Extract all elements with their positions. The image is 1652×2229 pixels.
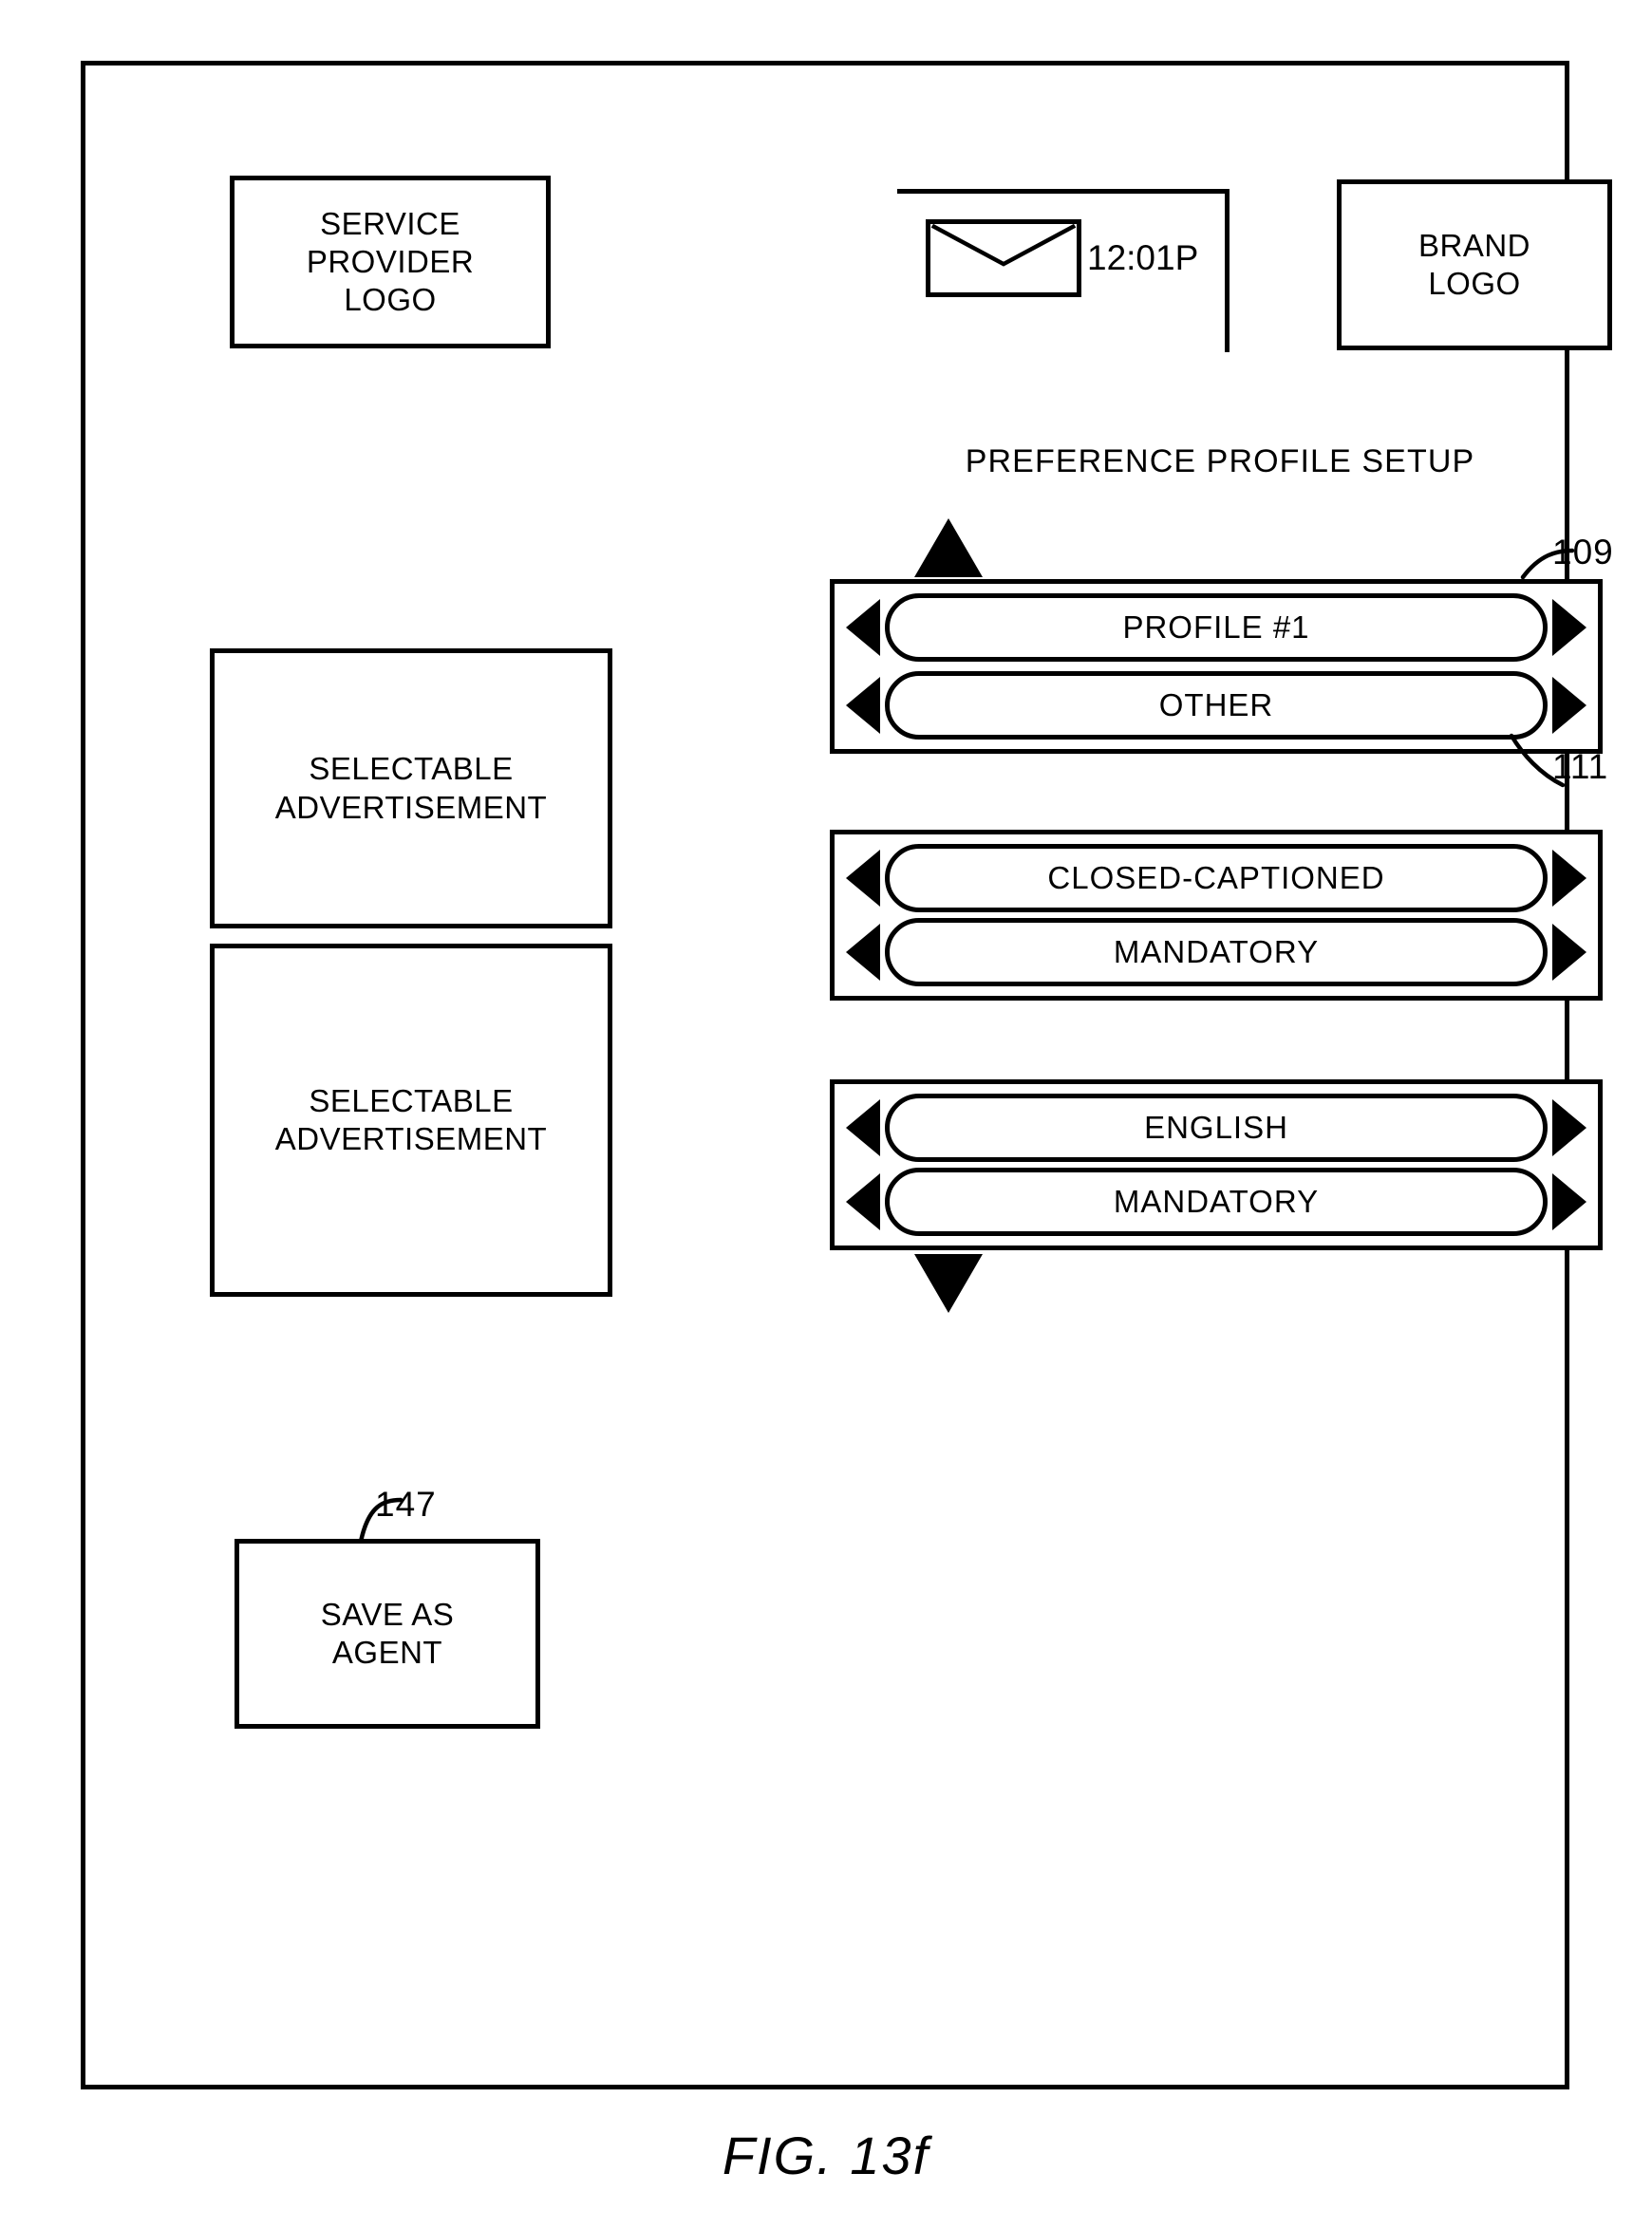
status-bar-bracket bbox=[897, 189, 1230, 352]
figure-caption: FIG. 13f bbox=[722, 2126, 930, 2185]
save-as-agent-button[interactable]: SAVE AS AGENT bbox=[235, 1539, 540, 1729]
triangle-right-icon[interactable] bbox=[1552, 850, 1586, 907]
leader-line-109 bbox=[1520, 548, 1575, 580]
language-value-pill[interactable]: ENGLISH bbox=[885, 1094, 1548, 1162]
reference-numeral-147: 147 bbox=[375, 1485, 437, 1524]
status-time: 12:01P bbox=[1087, 238, 1199, 277]
selectable-advertisement-label: SELECTABLE ADVERTISEMENT bbox=[274, 1082, 548, 1156]
service-provider-logo-label: SERVICE PROVIDER LOGO bbox=[306, 205, 475, 318]
panel-title-text: PREFERENCE PROFILE SETUP bbox=[965, 443, 1475, 479]
profile-other-pill[interactable]: OTHER bbox=[885, 671, 1548, 740]
caption-selector-group: CLOSED-CAPTIONED MANDATORY bbox=[830, 830, 1603, 1001]
brand-logo-label: BRAND LOGO bbox=[1417, 227, 1531, 301]
selector-row: MANDATORY bbox=[846, 918, 1586, 986]
leader-line-147 bbox=[358, 1497, 404, 1545]
reference-numeral-109: 109 bbox=[1552, 533, 1614, 571]
selector-row: PROFILE #1 bbox=[846, 593, 1586, 662]
reference-numeral-111: 111 bbox=[1552, 747, 1609, 786]
selector-row: ENGLISH bbox=[846, 1094, 1586, 1162]
selector-row: MANDATORY bbox=[846, 1168, 1586, 1236]
caption-feature-pill[interactable]: CLOSED-CAPTIONED bbox=[885, 844, 1548, 912]
scroll-down-icon[interactable] bbox=[914, 1254, 983, 1313]
triangle-left-icon[interactable] bbox=[846, 599, 880, 656]
triangle-right-icon[interactable] bbox=[1552, 599, 1586, 656]
triangle-left-icon[interactable] bbox=[846, 1099, 880, 1156]
envelope-icon[interactable] bbox=[926, 219, 1081, 297]
save-as-agent-label: SAVE AS AGENT bbox=[320, 1596, 455, 1670]
caption-mandatory-pill[interactable]: MANDATORY bbox=[885, 918, 1548, 986]
profile-value-pill[interactable]: PROFILE #1 bbox=[885, 593, 1548, 662]
selector-row: CLOSED-CAPTIONED bbox=[846, 844, 1586, 912]
service-provider-logo-box: SERVICE PROVIDER LOGO bbox=[230, 176, 551, 348]
selectable-advertisement-label: SELECTABLE ADVERTISEMENT bbox=[274, 751, 548, 825]
status-bar: 12:01P bbox=[926, 219, 1198, 297]
triangle-left-icon[interactable] bbox=[846, 677, 880, 734]
selector-row: OTHER bbox=[846, 671, 1586, 740]
selectable-advertisement-2[interactable]: SELECTABLE ADVERTISEMENT bbox=[210, 944, 612, 1297]
triangle-right-icon[interactable] bbox=[1552, 1099, 1586, 1156]
triangle-left-icon[interactable] bbox=[846, 850, 880, 907]
selectable-advertisement-1[interactable]: SELECTABLE ADVERTISEMENT bbox=[210, 648, 612, 928]
language-selector-group: ENGLISH MANDATORY bbox=[830, 1079, 1603, 1250]
scroll-up-icon[interactable] bbox=[914, 518, 983, 577]
triangle-right-icon[interactable] bbox=[1552, 677, 1586, 734]
triangle-right-icon[interactable] bbox=[1552, 924, 1586, 981]
profile-selector-group: PROFILE #1 OTHER bbox=[830, 579, 1603, 754]
panel-title: PREFERENCE PROFILE SETUP bbox=[85, 443, 1652, 480]
leader-line-111 bbox=[1509, 733, 1566, 788]
language-mandatory-pill[interactable]: MANDATORY bbox=[885, 1168, 1548, 1236]
triangle-left-icon[interactable] bbox=[846, 924, 880, 981]
triangle-right-icon[interactable] bbox=[1552, 1173, 1586, 1230]
brand-logo-box: BRAND LOGO bbox=[1337, 179, 1612, 350]
triangle-left-icon[interactable] bbox=[846, 1173, 880, 1230]
device-screen-frame: SERVICE PROVIDER LOGO 12:01P BRAND LOGO … bbox=[81, 61, 1613, 2089]
